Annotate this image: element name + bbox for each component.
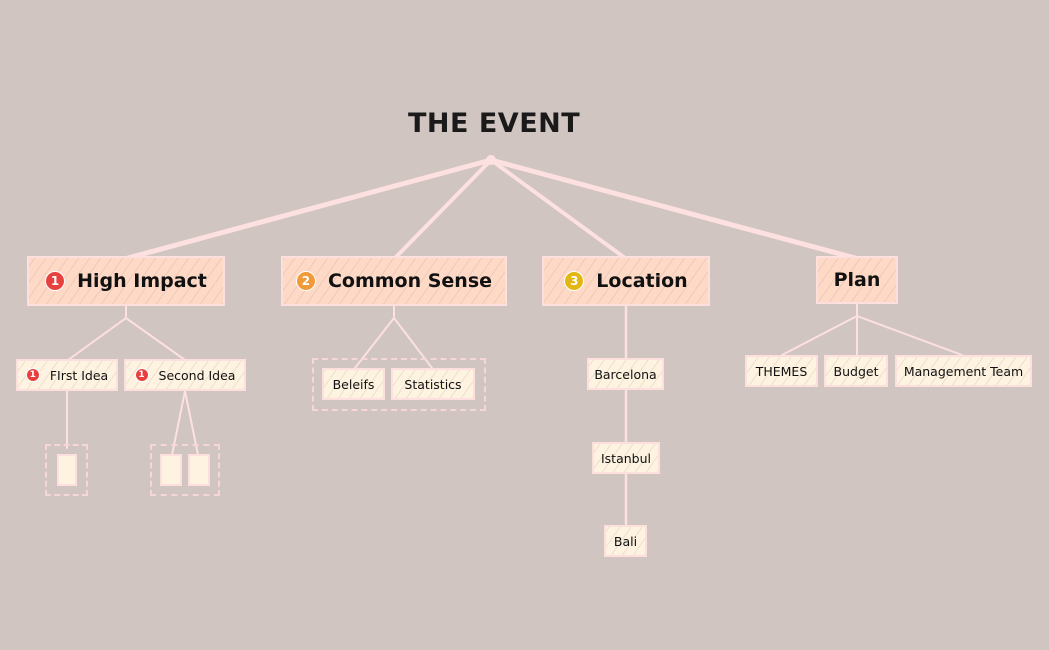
empty-subtopic[interactable] [188,454,210,486]
subtopic-themes[interactable]: THEMES [745,355,818,387]
subtopic-label: Barcelona [594,366,657,382]
main-topic-location[interactable]: 3 Location [542,256,710,306]
subtopic-label: FIrst Idea [49,367,109,383]
main-topic-common-sense[interactable]: 2 Common Sense [281,256,507,306]
subtopic-label: Istanbul [600,450,651,466]
subtopic-first-idea[interactable]: 1 FIrst Idea [16,359,118,391]
boundary-group [45,444,88,496]
priority-1-icon: 1 [25,368,40,382]
subtopic-label: Statistics [404,376,462,392]
subtopic-barcelona[interactable]: Barcelona [587,358,664,390]
subtopic-management-team[interactable]: Management Team [895,355,1032,387]
subtopic-beleifs[interactable]: Beleifs [322,368,385,400]
boundary-group [150,444,220,496]
subtopic-label: Bali [613,533,638,549]
subtopic-label: THEMES [755,363,808,379]
subtopic-bali[interactable]: Bali [604,525,647,557]
subtopic-label: Second Idea [158,367,236,383]
subtopic-label: Management Team [903,363,1024,379]
main-topic-plan[interactable]: Plan [816,256,898,304]
priority-3-icon: 3 [564,271,585,291]
main-topic-high-impact[interactable]: 1 High Impact [27,256,225,306]
topic-label: Location [596,270,688,292]
topic-label: Plan [833,269,881,291]
central-topic-title[interactable]: THE EVENT [408,108,581,139]
boundary-group [312,358,486,411]
topic-label: Common Sense [327,270,493,292]
priority-1-icon: 1 [45,271,66,291]
subtopic-budget[interactable]: Budget [824,355,888,387]
subtopic-second-idea[interactable]: 1 Second Idea [124,359,246,391]
subtopic-statistics[interactable]: Statistics [391,368,475,400]
subtopic-label: Beleifs [332,376,375,392]
subtopic-istanbul[interactable]: Istanbul [592,442,660,474]
subtopic-label: Budget [833,363,879,379]
empty-subtopic[interactable] [160,454,182,486]
empty-subtopic[interactable] [57,454,77,486]
topic-label: High Impact [77,270,207,292]
priority-1-icon: 1 [134,368,149,382]
priority-2-icon: 2 [295,271,316,291]
